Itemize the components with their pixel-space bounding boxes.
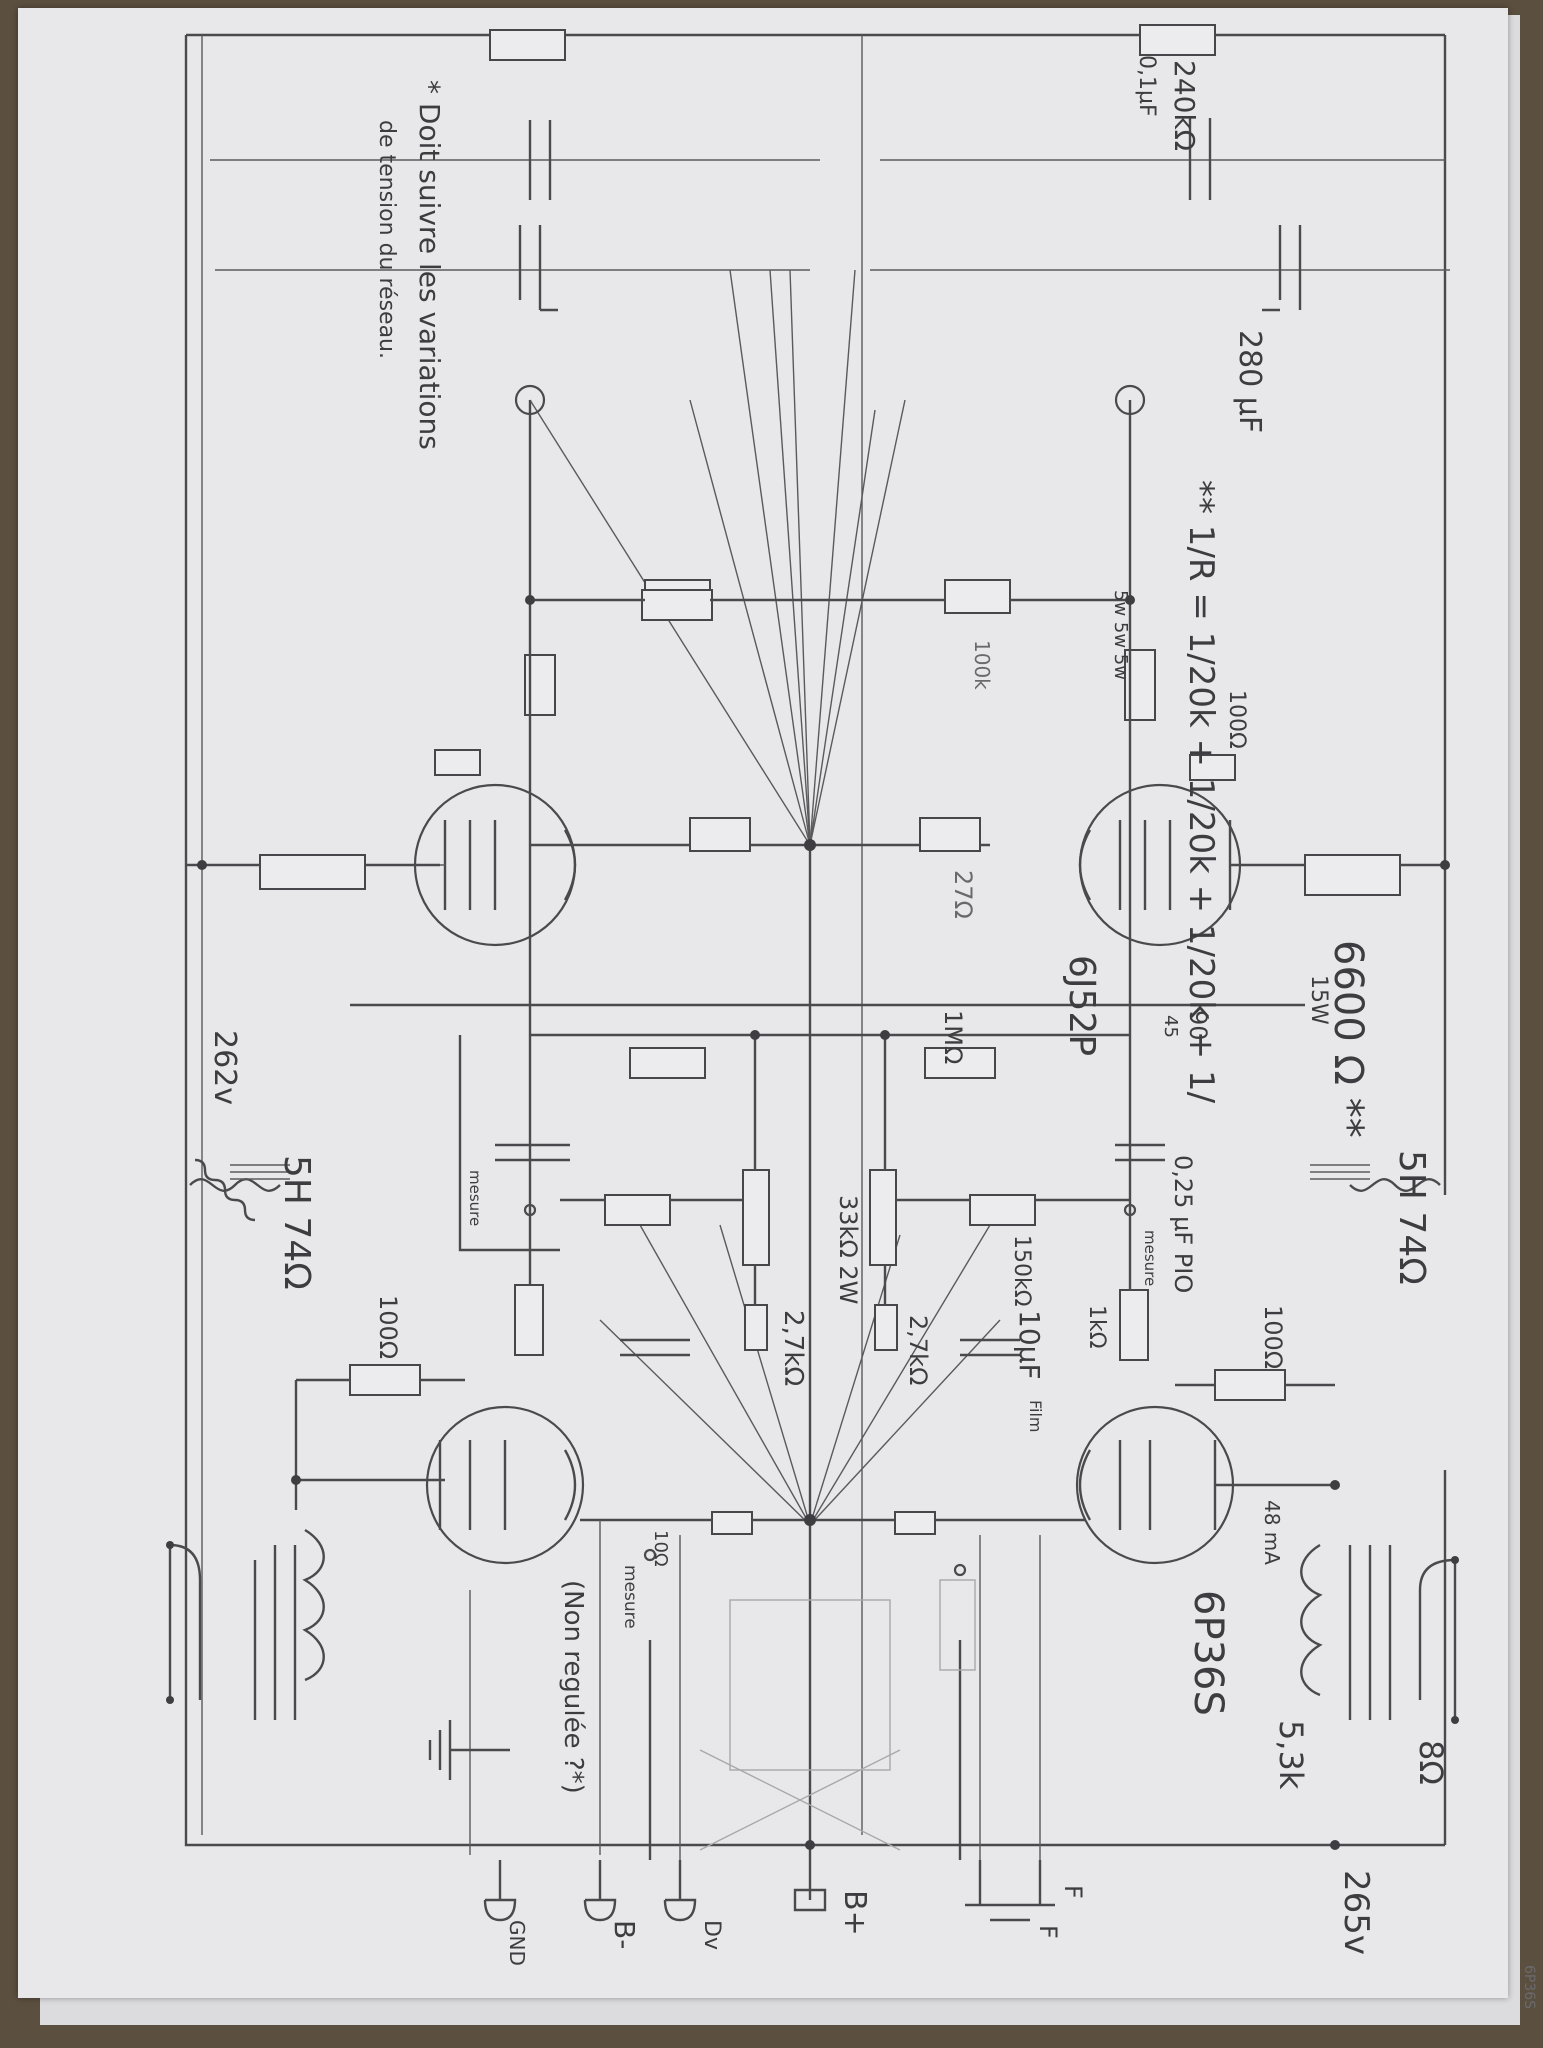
label-280uf: 280 µF [1232,330,1267,433]
label-265v: 265v [1336,1870,1376,1955]
resistor-left-mid [604,1194,671,1226]
resistor-10-right [894,1511,936,1535]
label-5k3: 5,3k [1272,1720,1310,1790]
label-mesure-c: mesure [620,1565,640,1629]
resistor-upper-left [641,589,713,621]
ground-symbol [428,1720,510,1780]
resistor-left-plate [259,854,366,890]
cap-top-left [528,120,552,200]
resistor-2k7-left [744,1304,768,1351]
label-10uf: 10µF [1013,1310,1046,1380]
label-6p36s: 6P36S [1185,1590,1231,1716]
internal-wiring [186,400,1445,1860]
label-33k: 33kΩ 2W [834,1195,862,1304]
label-100ohm-right: 100Ω [1259,1305,1287,1369]
resistor-150k [969,1194,1036,1226]
resistor-left-upper [629,1047,706,1079]
label-2k7-right: 2,7kΩ [904,1315,932,1385]
label-48ma: 48 mA [1260,1500,1284,1565]
label-note-line1: * Doit suivre les variations [413,80,446,450]
resistor-top-left [489,29,566,61]
resistor-27 [919,817,981,852]
output-transformer-left [166,1528,325,1720]
label-formula: ** 1/R = 1/20k + 1/20k + 1/20k + 1/ [1181,480,1221,1104]
resistor-240k [1139,24,1216,56]
cap-025uf [1115,1143,1165,1162]
choke-right [1310,1164,1441,1192]
label-term-bminus: B- [608,1920,641,1949]
label-edge-6p36s: 6P36S [1521,1965,1537,2009]
resistor-1k [1119,1289,1149,1361]
label-note-line2: de tension du réseau. [374,120,399,359]
label-240k: 240kΩ [1168,60,1201,151]
label-6j52p: 6J52P [1061,955,1102,1056]
resistor-1m [924,1047,996,1079]
label-term-dv: Dv [699,1920,724,1950]
cap-280uf [1262,225,1302,312]
resistor-center-left [689,817,751,852]
paper-sheet [18,8,1508,1998]
label-01uf: 0,1µF [1134,55,1159,117]
label-mesure-a: mesure [1141,1230,1159,1286]
cap-01uf [1188,118,1212,200]
resistor-6600 [1304,854,1401,896]
label-10ohm: 10Ω [650,1530,671,1567]
resistor-100k [944,579,1011,614]
cap-coupling-left [495,1143,570,1162]
label-45: 45 [1160,1015,1181,1038]
resistor-100-top [1189,754,1236,781]
resistor-10-left [711,1511,753,1535]
label-choke-right: 5H 74Ω [1391,1150,1432,1285]
label-100ohm-top: 100Ω [1224,690,1249,749]
resistors [259,579,1401,1535]
label-8ohm: 8Ω [1412,1740,1450,1785]
pot-left [742,1169,770,1266]
output-transformer-right [1300,1543,1459,1724]
cap-left-lower [620,1338,690,1357]
resistor-100-left [349,1364,421,1396]
label-15w: 15W [1306,975,1331,1025]
label-2k7-left: 2,7kΩ [778,1310,808,1386]
label-choke-left: 5H 74Ω [276,1155,317,1290]
label-150k: 150kΩ [1009,1235,1034,1307]
label-025uf: 0,25 µF PIO [1169,1155,1197,1293]
power-rails [184,24,1450,1847]
tube-left-bottom [425,1405,585,1565]
label-100k: 100k [970,640,994,690]
tube-right-bottom [1075,1405,1235,1565]
resistor-screen-left [434,749,481,776]
label-6600: 6600 Ω ** [1325,940,1371,1138]
label-90: 90 [1184,1010,1212,1041]
schematic-labels: 6600 Ω ** 15W 6J52P 6P36S 5H 74Ω 5H 74Ω … [207,55,1537,2009]
resistor-100-right [1214,1369,1286,1401]
pot-33k [869,1169,897,1266]
label-1k: 1kΩ [1084,1305,1109,1349]
label-term-bplus: B+ [837,1890,872,1936]
label-term-f1: F [1059,1885,1087,1899]
label-mesure-b: mesure [466,1170,484,1226]
resistor-cathode-left [514,1284,544,1356]
cap-electrolytic-left [518,225,558,312]
label-term-gnd: GND [505,1920,529,1966]
label-262v: 262v [207,1030,242,1105]
terminals [483,1860,1055,1922]
label-100ohm-left: 100Ω [374,1295,402,1359]
cap-10uf [960,1338,1020,1357]
resistor-2k7-right [874,1304,898,1351]
label-27ohm: 27Ω [949,870,977,919]
junction-dots [197,384,1450,1850]
choke-left [189,1158,290,1222]
label-formula-sub: 5w 5w 5w [1110,590,1131,680]
erased-pencil-marks [699,1579,976,1851]
label-1m: 1MΩ [939,1010,967,1064]
label-non-regulee: (Non regulée ?*) [558,1580,588,1794]
label-film: Film [1026,1400,1045,1433]
label-term-f2: F [1034,1925,1062,1939]
